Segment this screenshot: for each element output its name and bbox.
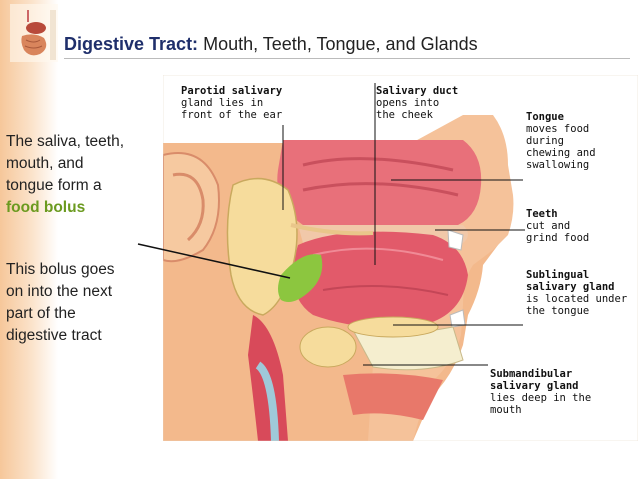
digestive-system-icon [10,4,58,62]
label-parotid-gland: Parotid salivary gland lies in front of … [181,85,282,121]
side-line: on into the next [6,283,112,300]
label-submandibular-gland: Submandibular salivary gland lies deep i… [490,368,591,416]
label-line: swallowing [526,159,590,171]
label-line: chewing and [526,147,596,159]
label-line: moves food [526,123,590,135]
label-line: during [526,135,564,147]
label-salivary-duct: Salivary duct opens into the cheek [376,85,458,121]
label-head: Parotid salivary [181,85,283,97]
title-divider [64,58,630,59]
side-paragraph-2: This bolus goes on into the next part of… [6,259,156,347]
side-line: tongue form a [6,177,102,194]
side-line: This bolus goes [6,261,115,278]
decorative-side-strip [0,0,58,479]
head-cross-section-diagram: Parotid salivary gland lies in front of … [162,74,638,442]
label-head: salivary gland [490,380,579,392]
label-head: Submandibular [490,368,573,380]
anatomy-illustration [162,74,638,442]
label-line: lies deep in the [490,392,592,404]
label-line: is located under [526,293,628,305]
label-line: the tongue [526,305,590,317]
food-bolus-highlight: food bolus [6,199,86,216]
label-head: Salivary duct [376,85,459,97]
label-line: the cheek [376,109,433,121]
label-teeth: Teeth cut and grind food [526,208,589,244]
side-line: part of the [6,305,76,322]
label-line: front of the ear [181,109,283,121]
label-line: grind food [526,232,590,244]
label-head: Sublingual [526,269,590,281]
side-paragraph-1: The saliva, teeth, mouth, and tongue for… [6,131,156,219]
label-head: Tongue [526,111,564,123]
side-line: mouth, and [6,155,84,172]
label-tongue: Tongue moves food during chewing and swa… [526,111,596,171]
label-line: mouth [490,404,522,416]
label-sublingual-gland: Sublingual salivary gland is located und… [526,269,627,317]
label-line: opens into [376,97,440,109]
side-line: The saliva, teeth, [6,133,125,150]
side-line: digestive tract [6,327,102,344]
page-title: Digestive Tract: Mouth, Teeth, Tongue, a… [64,34,478,55]
label-head: salivary gland [526,281,615,293]
label-line: cut and [526,220,571,232]
title-rest: Mouth, Teeth, Tongue, and Glands [203,34,478,54]
label-head: Teeth [526,208,558,220]
label-line: gland lies in [181,97,264,109]
title-bold: Digestive Tract: [64,34,199,54]
